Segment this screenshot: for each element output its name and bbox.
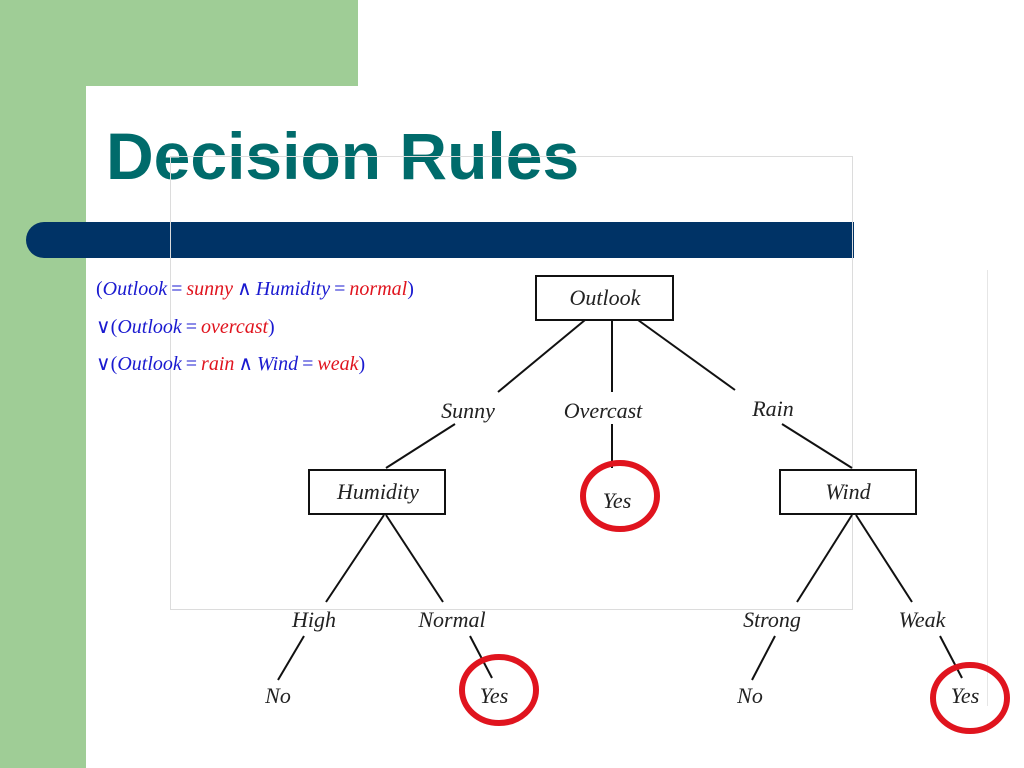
open-paren: ( <box>110 315 118 338</box>
attribute-outlook: Outlook <box>117 315 182 338</box>
wind-node-label: Wind <box>825 479 871 504</box>
edge-high-no <box>277 635 305 681</box>
side-panel-left <box>0 0 86 768</box>
edge-outlook-sunny <box>497 319 586 393</box>
attribute-wind: Wind <box>257 353 299 375</box>
branch-overcast: Overcast <box>564 398 643 423</box>
content-corner <box>86 86 386 236</box>
open-paren: ( <box>96 278 103 300</box>
equals-sign: = <box>185 353 198 375</box>
attribute-outlook: Outlook <box>117 353 182 375</box>
branch-rain: Rain <box>751 396 794 421</box>
or-symbol: ∨ <box>96 315 111 338</box>
close-paren: ) <box>358 353 366 375</box>
edge-normal-yes <box>469 635 493 679</box>
branch-normal: Normal <box>417 607 485 632</box>
equals-sign: = <box>185 315 198 338</box>
outlook-node-box <box>535 275 674 321</box>
edge-sunny-humidity <box>385 423 456 469</box>
value-overcast: overcast <box>201 315 269 338</box>
close-paren: ) <box>407 278 414 300</box>
and-symbol: ∧ <box>237 278 252 300</box>
highlight-circle-weak-yes <box>930 662 1010 734</box>
leaf-high-no: No <box>264 683 291 708</box>
wind-node-box <box>779 469 917 515</box>
humidity-node-box <box>308 469 446 515</box>
humidity-node-label: Humidity <box>336 479 419 504</box>
rule-line-2: ∨(Outlook=overcast) <box>96 309 414 347</box>
title-underline-bar <box>26 222 854 258</box>
highlight-circle-normal-yes <box>459 654 539 726</box>
equals-sign: = <box>334 278 346 300</box>
attribute-humidity: Humidity <box>255 278 331 300</box>
branch-strong: Strong <box>743 607 801 632</box>
edge-rain-wind <box>781 423 853 469</box>
outlook-node-label: Outlook <box>570 285 642 310</box>
or-symbol: ∨ <box>96 353 111 375</box>
edge-weak-yes <box>939 635 963 679</box>
rule-line-1: (Outlook=sunny∧Humidity=normal) <box>96 271 414 309</box>
decision-rules: (Outlook=sunny∧Humidity=normal) ∨(Outloo… <box>96 271 414 384</box>
leaf-strong-no: No <box>736 683 763 708</box>
equals-sign: = <box>302 353 314 375</box>
edge-wind-strong <box>796 514 853 603</box>
leaf-weak-yes: Yes <box>951 683 980 708</box>
image-frame-edge <box>870 270 988 706</box>
value-sunny: sunny <box>186 278 234 300</box>
open-paren: ( <box>110 353 118 375</box>
edge-strong-no <box>751 635 776 681</box>
leaf-normal-yes: Yes <box>480 683 509 708</box>
rule-line-3: ∨(Outlook=rain∧Wind=weak) <box>96 346 414 384</box>
branch-weak: Weak <box>899 607 947 632</box>
value-normal: normal <box>349 278 408 300</box>
equals-sign: = <box>171 278 183 300</box>
value-weak: weak <box>317 353 359 375</box>
value-rain: rain <box>201 353 235 375</box>
and-symbol: ∧ <box>238 353 254 375</box>
edge-humidity-high <box>325 514 385 603</box>
edge-outlook-rain <box>637 319 736 391</box>
image-frame <box>170 156 853 610</box>
edge-humidity-normal <box>385 514 444 603</box>
edge-wind-weak <box>855 514 913 603</box>
attribute-outlook: Outlook <box>102 278 168 300</box>
close-paren: ) <box>268 315 275 338</box>
leaf-overcast-yes: Yes <box>603 488 632 513</box>
branch-high: High <box>291 607 336 632</box>
branch-sunny: Sunny <box>441 398 495 423</box>
highlight-circle-overcast-yes <box>580 460 660 532</box>
